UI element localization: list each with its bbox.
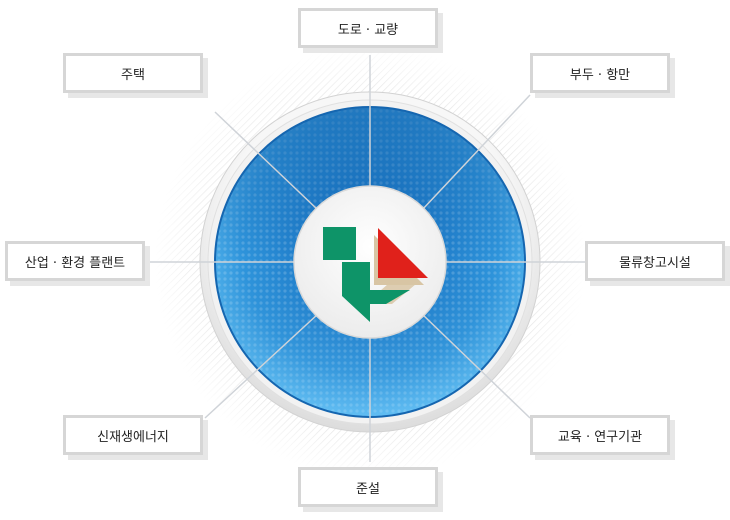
connector-bottom-left (204, 313, 319, 419)
sector-dredging: 준설 (298, 467, 438, 507)
connector-top-right (421, 94, 531, 211)
sector-renewable-energy: 신재생에너지 (63, 415, 203, 455)
sector-industrial-environment-plant: 산업 · 환경 플랜트 (5, 241, 145, 281)
logo-red-triangle (378, 228, 428, 278)
company-logo (323, 227, 428, 322)
connector-bottom-right (421, 313, 531, 419)
sector-education-research: 교육 · 연구기관 (530, 415, 670, 455)
sector-road-bridge: 도로 · 교량 (298, 8, 438, 48)
connector-top-left (214, 111, 319, 211)
sector-housing: 주택 (63, 53, 203, 93)
connector-lines (150, 55, 585, 462)
sector-logistics-warehouse: 물류창고시설 (585, 241, 725, 281)
sector-port-harbor: 부두 · 항만 (530, 53, 670, 93)
logo-green-square (323, 227, 356, 260)
logo-green-arrow (342, 262, 410, 322)
